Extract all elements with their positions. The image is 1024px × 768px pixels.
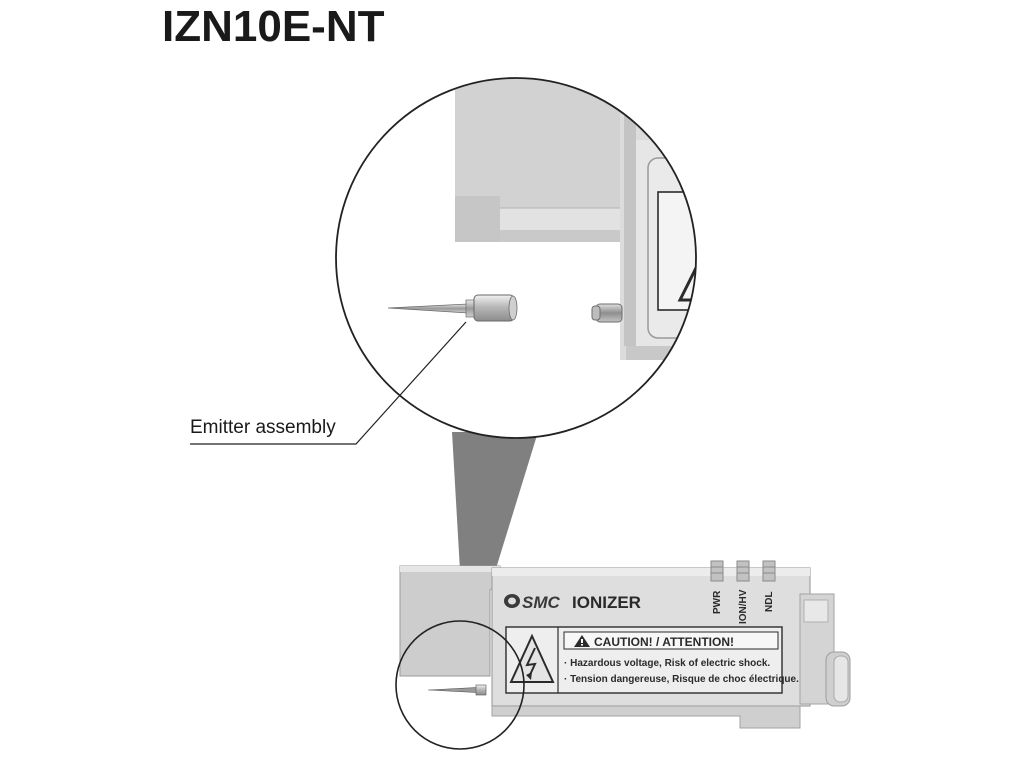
caution-label: CAUTION! / ATTENTION! · Hazardous voltag… bbox=[505, 626, 799, 694]
led-ion-icon bbox=[736, 560, 750, 582]
brand-label: SMC bbox=[522, 593, 561, 612]
emitter-assembly-label: Emitter assembly bbox=[190, 417, 336, 438]
led-ndl-icon bbox=[762, 560, 776, 582]
callout-leader-line bbox=[190, 321, 467, 445]
indicator-label-pwr: PWR bbox=[712, 590, 723, 614]
smc-logo-icon: SMC bbox=[504, 593, 561, 612]
caution-line-2: · Tension dangereuse, Risque de choc éle… bbox=[564, 674, 799, 685]
small-detail-circle bbox=[395, 620, 525, 750]
magnified-view bbox=[335, 77, 697, 439]
emitter-assembly bbox=[387, 294, 518, 322]
indicator-label-ndl: NDL bbox=[764, 591, 775, 612]
caution-line-1: · Hazardous voltage, Risk of electric sh… bbox=[564, 658, 770, 669]
caution-heading: CAUTION! / ATTENTION! bbox=[594, 635, 734, 649]
indicator-label-ion: ION/HV bbox=[738, 589, 749, 624]
led-pwr-icon bbox=[710, 560, 724, 582]
page-title: IZN10E-NT bbox=[162, 2, 385, 51]
product-label: IONIZER bbox=[572, 593, 641, 612]
ionizer-device: SMC IONIZER PWR ION/HV NDL CAUTION! / AT… bbox=[399, 560, 851, 729]
warning-triangle-icon bbox=[574, 635, 590, 647]
electric-shock-icon bbox=[509, 633, 555, 683]
small-emitter-needle bbox=[427, 684, 487, 696]
